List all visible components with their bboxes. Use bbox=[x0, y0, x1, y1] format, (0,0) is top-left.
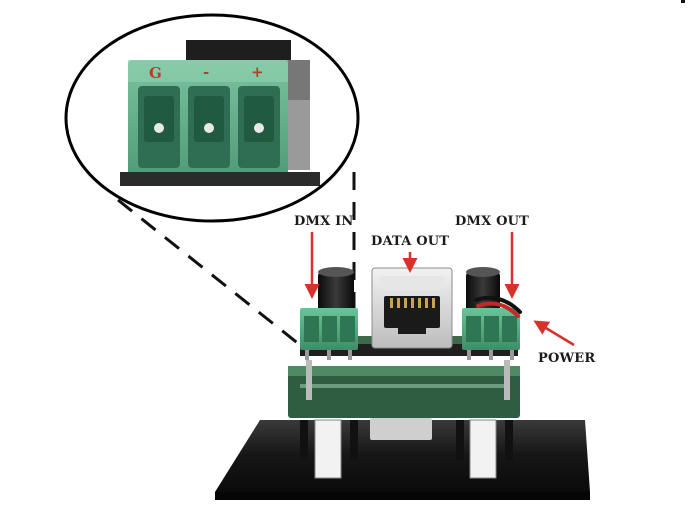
power-label: POWER bbox=[538, 351, 596, 366]
zoom-terminal-slot bbox=[238, 86, 280, 168]
zoom-outline bbox=[64, 13, 360, 223]
zoom-terminal-slot bbox=[138, 86, 180, 168]
callout-arrows bbox=[304, 232, 575, 347]
corner-mark bbox=[681, 0, 685, 3]
rj45-data-out-jack bbox=[371, 267, 453, 349]
zoom-terminal-slot bbox=[188, 86, 230, 168]
power-wires bbox=[474, 295, 522, 318]
dmx-out-terminal bbox=[462, 308, 520, 360]
lower-pcb bbox=[288, 360, 520, 479]
zoom-callout bbox=[64, 13, 360, 223]
data-out-label: DATA OUT bbox=[371, 234, 450, 249]
zoom-pin-label-plus: + bbox=[251, 63, 264, 81]
dmx-in-label: DMX IN bbox=[294, 214, 354, 229]
zoom-pin-label-minus: - bbox=[203, 63, 210, 81]
power-arrow bbox=[533, 320, 575, 347]
capacitor-left bbox=[318, 267, 354, 312]
zoom-pin-label-ground: G bbox=[149, 64, 162, 82]
dmx-in-terminal bbox=[300, 308, 358, 360]
dmx-out-label: DMX OUT bbox=[455, 214, 530, 229]
